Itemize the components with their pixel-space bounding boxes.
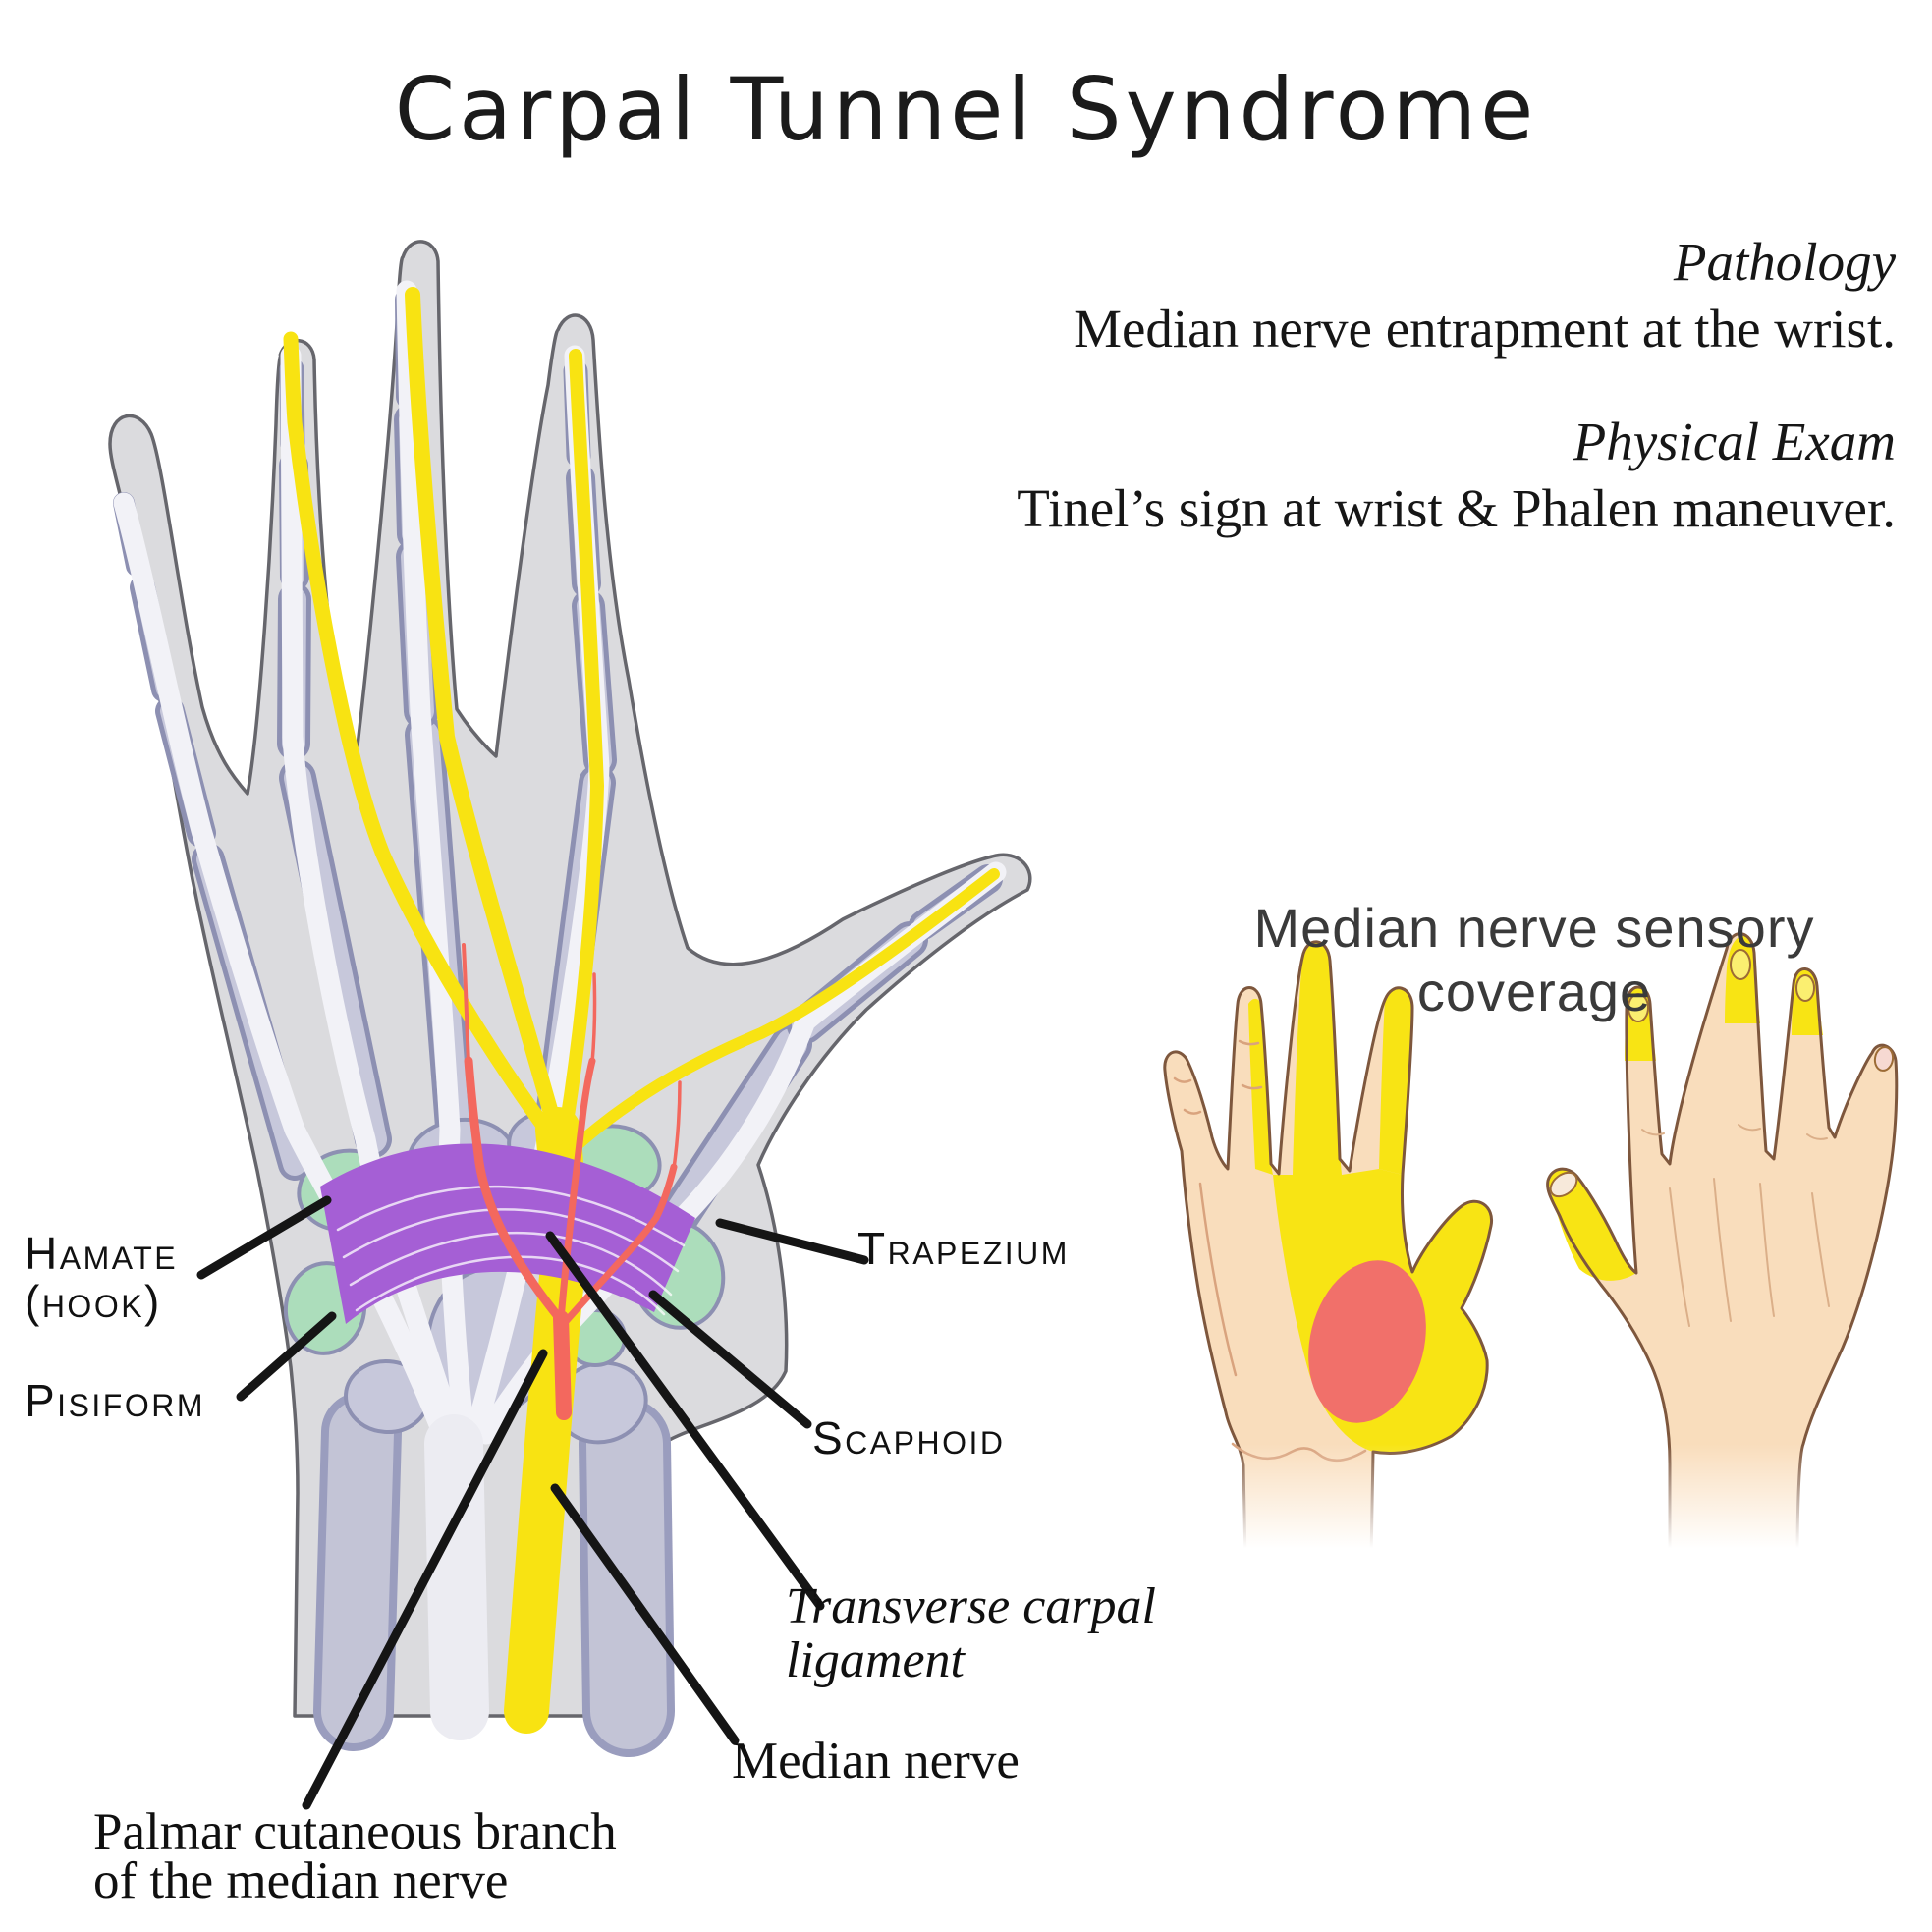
- nerve-branch-middle: [405, 287, 566, 1145]
- median-nerve-label: Median nerve: [732, 1733, 1020, 1790]
- dorsal-hand-skin: [1547, 933, 1897, 1560]
- leader-scaphoid: [648, 1290, 812, 1429]
- transverse-carpal-ligament-label: Transverse carpal ligament: [786, 1579, 1156, 1687]
- trapezium-label: Trapezium: [857, 1223, 1070, 1274]
- sensory-hands: [1130, 932, 1932, 1567]
- leader-tcl: [545, 1231, 825, 1611]
- physical-exam-heading: Physical Exam: [1573, 412, 1896, 471]
- tcl-label-line1: Transverse carpal: [786, 1578, 1156, 1634]
- leader-pisiform: [236, 1311, 337, 1402]
- pathology-block: Pathology Median nerve entrapment at the…: [1074, 229, 1896, 362]
- page-title: Carpal Tunnel Syndrome: [394, 59, 1538, 160]
- palmar-label-line1: Palmar cutaneous branch: [93, 1803, 617, 1860]
- physical-exam-block: Physical Exam Tinel’s sign at wrist & Ph…: [1017, 409, 1896, 542]
- leader-lines: [196, 1195, 869, 1810]
- pinky-nail: [1873, 1046, 1895, 1072]
- nerve-branch-thumb: [569, 868, 1000, 1153]
- physical-exam-text: Tinel’s sign at wrist & Phalen maneuver.: [1017, 478, 1896, 538]
- median-nerve: [283, 287, 1000, 1734]
- leader-trapezium: [715, 1218, 869, 1265]
- palmar-branch-label: Palmar cutaneous branch of the median ne…: [93, 1803, 617, 1909]
- palmar-label-line2: of the median nerve: [93, 1852, 509, 1909]
- palm-hand-outline: [1163, 940, 1494, 1562]
- leader-palmar-branch: [302, 1349, 548, 1810]
- scaphoid-label: Scaphoid: [812, 1412, 1006, 1463]
- hamate-label-line1: Hamate: [25, 1228, 179, 1279]
- dorsal-hand-outline: [1546, 932, 1899, 1562]
- thenar-pain-area: [1308, 1260, 1426, 1423]
- leader-hamate: [196, 1195, 332, 1280]
- nerve-branch-index: [558, 349, 604, 1141]
- tcl-label-line2: ligament: [786, 1632, 965, 1688]
- wrist-fade: [1130, 1444, 1932, 1567]
- pathology-heading: Pathology: [1673, 232, 1896, 292]
- middle-nail: [1730, 949, 1751, 980]
- dorsal-creases: [1641, 1124, 1830, 1327]
- leader-median-nerve: [550, 1483, 740, 1745]
- index-nail: [1628, 993, 1649, 1022]
- fingernails: [1549, 949, 1895, 1198]
- sensory-coverage-heading: Median nerve sensory coverage: [1253, 897, 1815, 1022]
- palm-hand: [1163, 940, 1494, 1562]
- pisiform-label: Pisiform: [25, 1375, 206, 1426]
- nerve-branch-ring: [283, 331, 563, 1149]
- dorsal-hand: [1546, 932, 1899, 1562]
- hamate-label-line2: (hook): [25, 1276, 162, 1327]
- thumb-nail: [1549, 1171, 1578, 1198]
- skeletal-hand: [108, 240, 1032, 1810]
- pathology-text: Median nerve entrapment at the wrist.: [1074, 299, 1896, 359]
- ring-nail: [1795, 974, 1815, 1002]
- hamate-label: Hamate (hook): [25, 1230, 178, 1326]
